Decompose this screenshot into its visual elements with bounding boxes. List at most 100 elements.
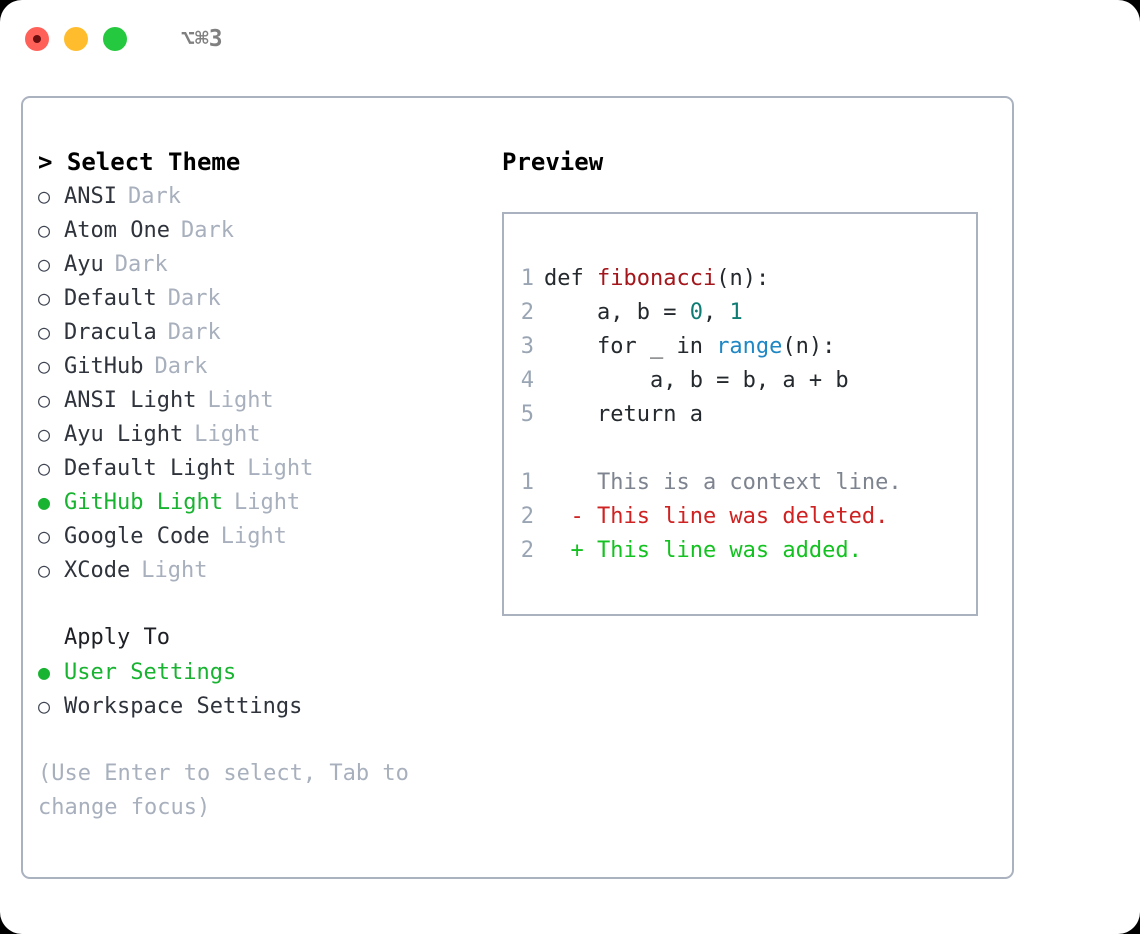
code-token: a, b = — [544, 300, 690, 325]
apply-to-label: Apply To — [64, 625, 170, 650]
code-line-text: for _ in range(n): — [544, 330, 835, 364]
theme-name-label: Dracula — [64, 320, 157, 345]
theme-kind-label: Dark — [167, 320, 221, 345]
radio-unselected-icon[interactable]: ○ — [38, 252, 51, 276]
code-token: a, b = b, a + b — [544, 368, 849, 393]
diff-line-number: 2 — [520, 538, 534, 563]
code-line-number: 3 — [520, 334, 534, 359]
theme-kind-label: Dark — [114, 252, 168, 277]
theme-kind-label: Dark — [180, 218, 234, 243]
code-line-text: def fibonacci(n): — [544, 262, 769, 296]
code-line: 4 a, b = b, a + b — [504, 364, 976, 398]
radio-unselected-icon[interactable]: ○ — [38, 558, 51, 582]
code-token: , — [702, 300, 730, 325]
code-token: return a — [544, 402, 703, 427]
radio-unselected-icon[interactable]: ○ — [38, 286, 51, 310]
radio-unselected-icon[interactable]: ○ — [38, 388, 51, 412]
keyboard-hint-text: (Use Enter to select, Tab to change focu… — [38, 761, 423, 820]
code-line-number: 4 — [520, 368, 534, 393]
theme-list-item[interactable]: ○ Ayu Dark — [38, 247, 498, 281]
diff-line-number: 1 — [520, 470, 534, 495]
code-line: 2 a, b = 0, 1 — [504, 296, 976, 330]
radio-unselected-icon[interactable]: ○ — [38, 320, 51, 344]
theme-kind-label: Dark — [154, 354, 208, 379]
code-line-text: a, b = b, a + b — [544, 364, 849, 398]
code-line-text: a, b = 0, 1 — [544, 296, 743, 330]
close-light-icon[interactable] — [25, 27, 49, 51]
radio-unselected-icon[interactable]: ○ — [38, 184, 51, 208]
code-line: 5 return a — [504, 398, 976, 432]
title-bar: ⌥⌘3 — [0, 0, 1140, 78]
diff-line: 2 + This line was added. — [504, 534, 976, 568]
radio-unselected-icon[interactable]: ○ — [38, 422, 51, 446]
select-theme-heading: > Select Theme — [38, 148, 241, 176]
code-token: fibonacci — [596, 266, 717, 291]
radio-selected-icon[interactable]: ● — [38, 490, 51, 514]
keyboard-shortcut-label: ⌥⌘3 — [181, 26, 223, 52]
code-diff-spacer — [504, 432, 976, 466]
theme-kind-label: Light — [220, 524, 287, 549]
theme-kind-label: Dark — [167, 286, 221, 311]
theme-name-label: GitHub Light — [64, 490, 223, 515]
apply-to-label-text: User Settings — [64, 660, 237, 685]
radio-selected-icon[interactable]: ● — [38, 660, 51, 684]
theme-name-label: Ayu — [64, 252, 104, 277]
radio-unselected-icon[interactable]: ○ — [38, 218, 51, 242]
diff-line-text: This line was deleted. — [596, 504, 889, 529]
code-line: 3 for _ in range(n): — [504, 330, 976, 364]
theme-list-item[interactable]: ○ Atom One Dark — [38, 213, 498, 247]
theme-list-item[interactable]: ● GitHub Light Light — [38, 485, 498, 519]
code-line-text: return a — [544, 398, 703, 432]
list-spacer — [38, 587, 498, 621]
theme-name-label: Default — [64, 286, 157, 311]
apply-to-item[interactable]: ○ Workspace Settings — [38, 689, 498, 723]
theme-kind-label: Light — [247, 456, 314, 481]
diff-line: 1 This is a context line. — [504, 466, 976, 500]
diff-line-text: This is a context line. — [596, 470, 902, 495]
code-token: 1 — [729, 300, 743, 325]
theme-list-item[interactable]: ○ Ayu Light Light — [38, 417, 498, 451]
theme-name-label: ANSI Light — [64, 388, 197, 413]
traffic-lights — [25, 27, 127, 51]
apply-to-list[interactable]: ● User Settings ○ Workspace Settings — [38, 655, 498, 723]
code-line-number: 1 — [520, 266, 534, 291]
diff-marker — [544, 466, 597, 500]
code-token: for _ in — [544, 334, 717, 359]
diff-line-number: 2 — [520, 504, 534, 529]
diff-sample: 1 This is a context line. 2 - This line w… — [504, 466, 976, 568]
apply-to-label-text: Workspace Settings — [64, 694, 303, 719]
radio-unselected-icon[interactable]: ○ — [38, 456, 51, 480]
theme-kind-label: Light — [194, 422, 261, 447]
diff-marker: - — [544, 504, 597, 529]
preview-heading: Preview — [502, 148, 604, 176]
zoom-light-icon[interactable] — [103, 27, 127, 51]
theme-name-label: ANSI — [64, 184, 117, 209]
code-token: def — [544, 266, 597, 291]
theme-kind-label: Light — [233, 490, 301, 515]
theme-name-label: Atom One — [64, 218, 170, 243]
code-token: range — [716, 334, 783, 359]
theme-list-item[interactable]: ○ Dracula Dark — [38, 315, 498, 349]
minimize-light-icon[interactable] — [64, 27, 88, 51]
diff-line-text: This line was added. — [596, 538, 862, 563]
code-token: 0 — [689, 300, 703, 325]
radio-unselected-icon[interactable]: ○ — [38, 354, 51, 378]
code-token: (n): — [716, 266, 770, 291]
radio-unselected-icon[interactable]: ○ — [38, 694, 51, 718]
radio-unselected-icon[interactable]: ○ — [38, 524, 51, 548]
code-token: (n): — [782, 334, 836, 359]
theme-name-label: Ayu Light — [64, 422, 184, 447]
theme-list-item[interactable]: ○ Default Dark — [38, 281, 498, 315]
code-line-number: 2 — [520, 300, 534, 325]
apply-to-item[interactable]: ● User Settings — [38, 655, 498, 689]
